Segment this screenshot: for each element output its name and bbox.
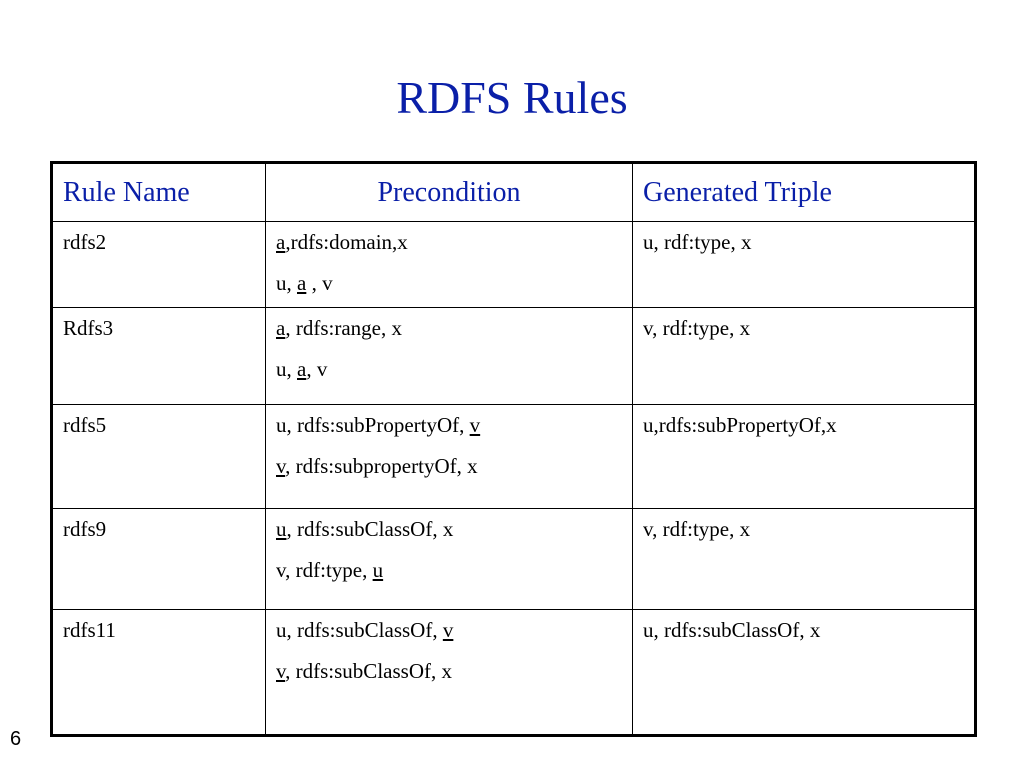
precondition-line: a, rdfs:range, x [276, 308, 632, 349]
generated-triple-cell: v, rdf:type, x [632, 508, 976, 610]
header-rule-name: Rule Name [51, 162, 266, 222]
precondition-text: , rdfs:subClassOf, x [286, 517, 454, 541]
rule-name-cell: rdfs2 [51, 221, 266, 308]
precondition-text: , rdfs:range, x [285, 316, 402, 340]
underlined-term: v [276, 454, 286, 478]
precondition-line: a,rdfs:domain,x [276, 222, 632, 263]
underlined-term: v [276, 659, 286, 683]
table-header-row: Rule Name Precondition Generated Triple [51, 162, 976, 222]
precondition-text: u, [276, 357, 297, 381]
rule-name-cell: rdfs9 [51, 508, 266, 610]
precondition-line: v, rdfs:subpropertyOf, x [276, 446, 632, 487]
precondition-line: u, rdfs:subPropertyOf, v [276, 405, 632, 446]
generated-triple-cell: v, rdf:type, x [632, 307, 976, 405]
generated-triple-cell: u,rdfs:subPropertyOf,x [632, 404, 976, 509]
precondition-text: ,rdfs:domain,x [285, 230, 408, 254]
page-number: 6 [10, 728, 22, 750]
underlined-term: a [276, 230, 286, 254]
precondition-text: v, rdf:type, [276, 558, 373, 582]
rule-name-cell: rdfs11 [51, 609, 266, 736]
precondition-line: u, rdfs:subClassOf, v [276, 610, 632, 651]
precondition-line: v, rdfs:subClassOf, x [276, 651, 632, 692]
precondition-text: u, rdfs:subPropertyOf, [276, 413, 470, 437]
slide-title: RDFS Rules [396, 72, 628, 123]
precondition-text: , v [306, 357, 328, 381]
precondition-line: u, rdfs:subClassOf, x [276, 509, 632, 550]
rule-name-cell: Rdfs3 [51, 307, 266, 405]
precondition-text: , v [306, 271, 333, 295]
underlined-term: u [276, 517, 287, 541]
rule-name-cell: rdfs5 [51, 404, 266, 509]
generated-triple-cell: u, rdf:type, x [632, 221, 976, 308]
underlined-term: u [372, 558, 384, 582]
underlined-term: a [297, 271, 307, 295]
rdfs-rules-table: Rule Name Precondition Generated Triple … [50, 161, 977, 737]
underlined-term: a [276, 316, 286, 340]
precondition-text: u, rdfs:subClassOf, [276, 618, 443, 642]
precondition-text: , rdfs:subpropertyOf, x [285, 454, 478, 478]
underlined-term: v [442, 618, 454, 642]
underlined-term: v [469, 413, 481, 437]
precondition-text: u, [276, 271, 297, 295]
underlined-term: a [297, 357, 307, 381]
precondition-line: v, rdf:type, u [276, 550, 632, 591]
precondition-text: , rdfs:subClassOf, x [285, 659, 452, 683]
precondition-line: u, a , v [276, 263, 632, 304]
generated-triple-cell: u, rdfs:subClassOf, x [632, 609, 976, 736]
header-generated-triple: Generated Triple [632, 162, 976, 222]
header-precondition: Precondition [265, 162, 633, 222]
precondition-line: u, a, v [276, 349, 632, 390]
